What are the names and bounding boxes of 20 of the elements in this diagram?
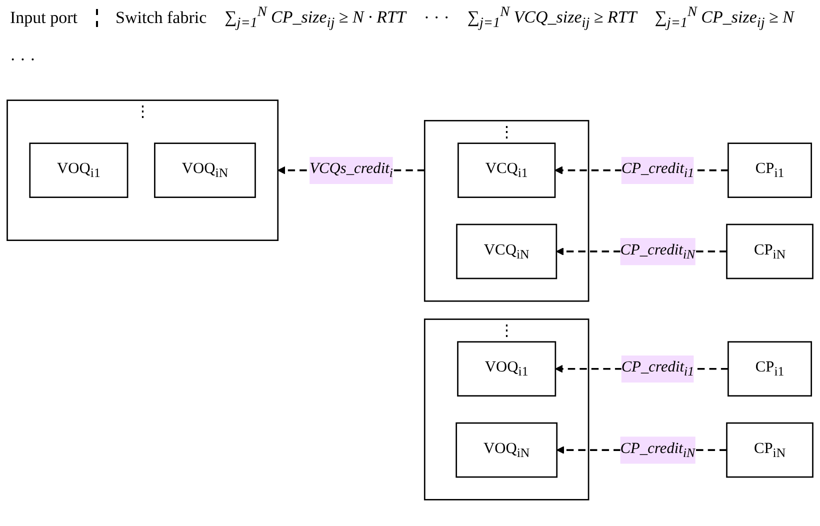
node-box: CP$_{iN}$ [726,422,814,478]
node-box: CP$_{iN}$ [726,224,814,280]
edge-label: CP_credit$_{i1}$ [621,358,694,380]
ellipsis-text: · · · [424,8,450,28]
node-box: CP$_{i1}$ [728,341,812,397]
region-label: Switch fabric [116,8,207,28]
node-box: VOQ$_{i1}$ [29,142,128,198]
node-box: VOQ$_{iN}$ [154,142,256,198]
node-box: VCQ$_{i1}$ [458,142,556,198]
formula-text: ∑$_{j=1}$$^{N}$ CP_size$_{ij}$ ≥ N [654,4,794,32]
node-box: CP$_{i1}$ [728,142,812,198]
node-box: VOQ$_{i1}$ [457,341,556,397]
node-box: VCQ$_{iN}$ [456,224,558,280]
edge-label: CP_credit$_{i1}$ [621,160,694,181]
formula-text: ∑$_{j=1}$$^{N}$ VCQ_size$_{ij}$ ≥ RTT [467,4,637,32]
edge-label: VCQs_credit$_{i}$ [310,160,393,181]
ellipsis-text: · · · [10,50,36,70]
node-box: VOQ$_{iN}$ [456,422,558,478]
port-label: Input port [10,8,78,28]
formula-text: ∑$_{j=1}$$^{N}$ CP_size$_{ij}$ ≥ N · RTT [224,4,406,32]
